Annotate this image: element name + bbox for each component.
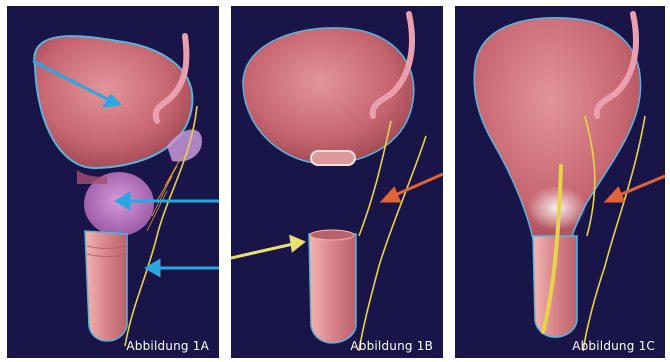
- orange-arrow: [383, 174, 443, 201]
- figure-caption: Abbildung 1B: [350, 339, 433, 353]
- figure-caption: Abbildung 1C: [572, 339, 655, 353]
- bladder-neck: [311, 151, 355, 165]
- figure-caption: Abbildung 1A: [126, 339, 209, 353]
- anatomy-illustration-1b: [231, 6, 443, 358]
- figure-panel-1a: Abbildung 1A: [7, 6, 219, 358]
- yellow-arrow: [231, 237, 303, 258]
- orange-arrow: [607, 176, 665, 201]
- urethra: [309, 234, 356, 343]
- figure-panel-1c: Abbildung 1C: [455, 6, 665, 358]
- figure-panel-1b: Abbildung 1B: [231, 6, 443, 358]
- blue-arrow: [147, 261, 219, 275]
- anatomy-illustration-1c: [455, 6, 665, 358]
- nerve-bundle: [359, 136, 426, 351]
- anatomy-illustration-1a: [7, 6, 219, 358]
